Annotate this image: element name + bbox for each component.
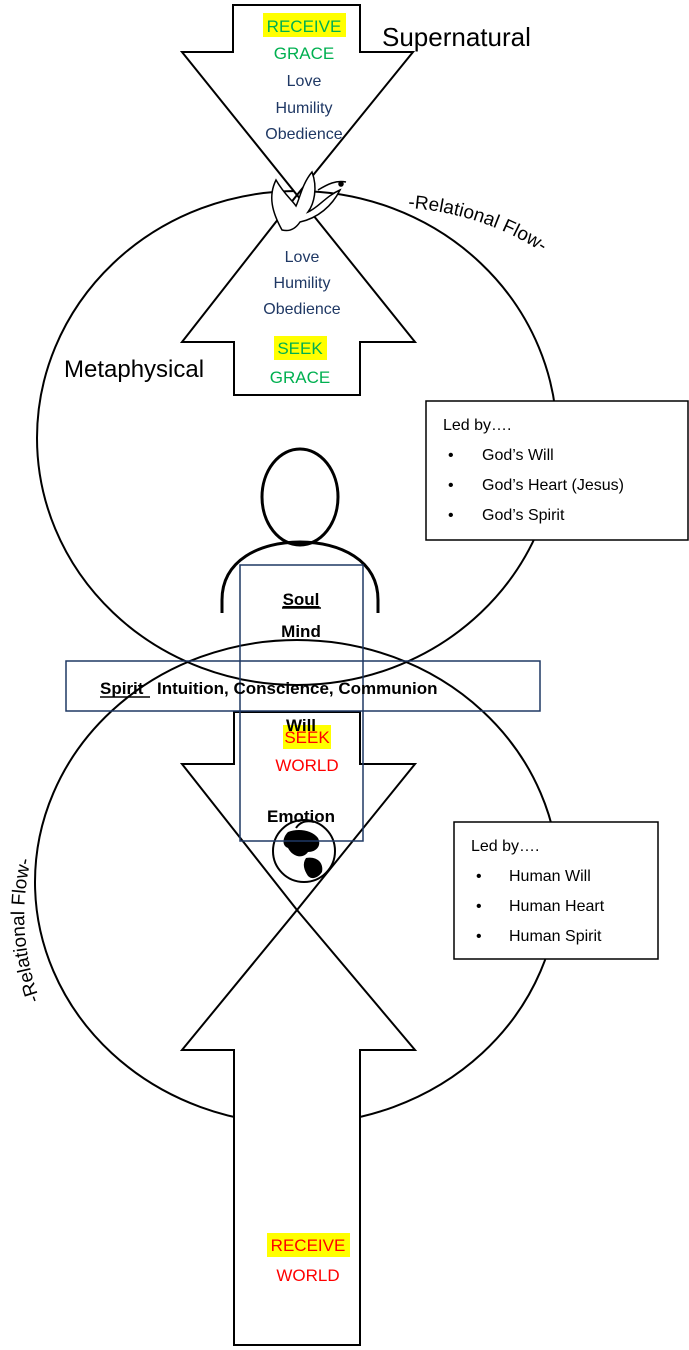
spirit-title: Spirit [100, 679, 144, 698]
supernatural-label: Supernatural [382, 22, 531, 52]
led-by-god-bullet-2: • [448, 477, 454, 494]
led-by-god-bullet-1: • [448, 447, 454, 464]
person-shoulders [220, 540, 380, 613]
led-by-human-bullet-2: • [476, 898, 482, 915]
receive-virtue-humility: Humility [276, 100, 333, 117]
receive-grace-object: GRACE [274, 44, 334, 63]
relational-flow-bottom-path: -Relational Flow- [8, 856, 44, 1005]
seek-grace-action: SEEK [277, 339, 323, 358]
receive-virtue-obedience: Obedience [265, 126, 342, 143]
will-label: Will [286, 716, 316, 735]
emotion-label: Emotion [267, 807, 335, 826]
spirit-box [65, 660, 541, 712]
receive-world-action: RECEIVE [271, 1236, 346, 1255]
led-by-god-box [425, 400, 689, 541]
soul-title: Soul [283, 590, 320, 609]
receive-world-highlight [267, 1233, 350, 1257]
seek-grace-arrow [179, 193, 418, 396]
relational-flow-bottom: -Relational Flow- [8, 856, 44, 1005]
led-by-human-item-2: Human Heart [509, 898, 605, 915]
seek-grace-highlight [274, 336, 327, 360]
led-by-human-box [453, 821, 659, 960]
led-by-human-item-3: Human Spirit [509, 928, 602, 945]
metaphysical-label: Metaphysical [64, 356, 204, 383]
mind-label: Mind [281, 622, 321, 641]
led-by-human-item-1: Human Will [509, 868, 591, 885]
soul-box [239, 564, 364, 842]
led-by-god-bullet-3: • [448, 507, 454, 524]
receive-grace-arrow [179, 4, 416, 197]
spirit-description: Intuition, Conscience, Communion [157, 679, 438, 698]
dove-icon [270, 170, 347, 232]
receive-grace-highlight [263, 13, 346, 37]
receive-virtue-love: Love [287, 73, 322, 90]
receive-grace-action: RECEIVE [267, 17, 342, 36]
receive-world-object: WORLD [276, 1266, 339, 1285]
led-by-god-heading: Led by…. [443, 417, 511, 434]
seek-virtue-humility: Humility [274, 275, 331, 292]
led-by-human-heading: Led by…. [471, 838, 539, 855]
seek-world-object: WORLD [275, 756, 338, 775]
seek-grace-object: GRACE [270, 368, 330, 387]
seek-virtue-love: Love [285, 249, 320, 266]
seek-virtue-obedience: Obedience [263, 301, 340, 318]
receive-world-arrow [179, 908, 418, 1346]
led-by-god-item-3: God’s Spirit [482, 507, 565, 524]
seek-world-highlight [283, 725, 331, 749]
seek-world-action: SEEK [284, 728, 330, 747]
led-by-god-item-2: God’s Heart (Jesus) [482, 477, 624, 494]
globe-icon [272, 819, 336, 883]
person-head [260, 447, 340, 547]
led-by-human-bullet-3: • [476, 928, 482, 945]
led-by-human-bullet-1: • [476, 868, 482, 885]
led-by-god-item-1: God’s Will [482, 447, 554, 464]
